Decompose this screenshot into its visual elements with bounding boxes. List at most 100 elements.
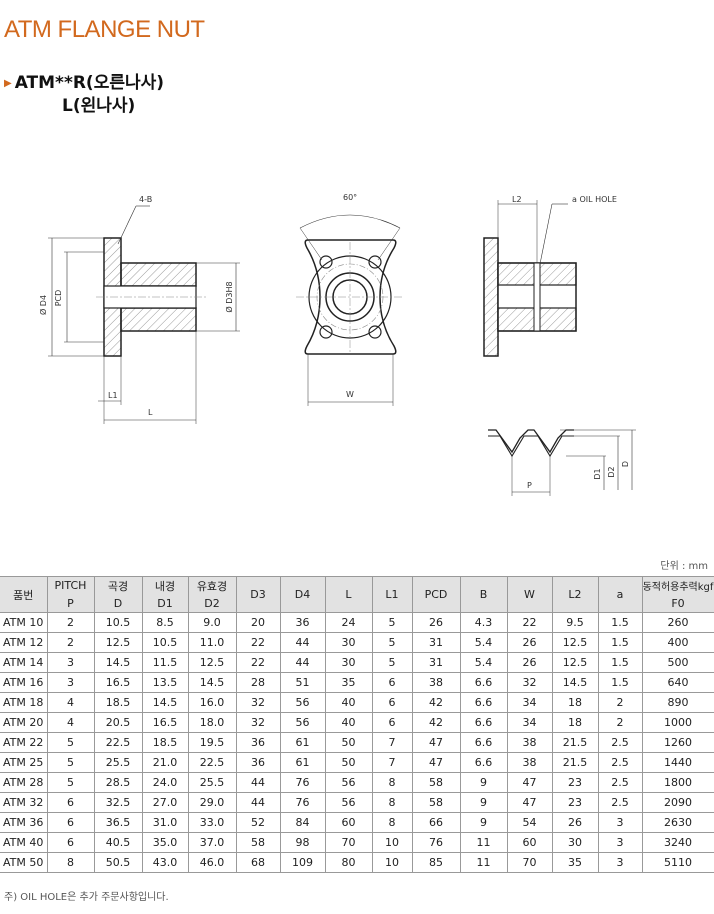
table-cell: 26 — [506, 652, 553, 673]
cell-part-no: ATM 18 — [0, 692, 48, 713]
bullet-triangle-icon: ▶ — [4, 78, 12, 89]
table-cell: 7 — [371, 732, 413, 753]
table-cell: 33.0 — [187, 812, 237, 833]
table-cell: 42 — [411, 712, 461, 733]
table-cell: 44 — [235, 792, 281, 813]
table-cell: 4.3 — [459, 612, 508, 633]
table-cell: 6 — [46, 792, 95, 813]
table-cell: 3240 — [641, 832, 714, 853]
header-pitch-dia: 유효경 — [187, 576, 237, 595]
table-cell: 50 — [324, 732, 373, 753]
cell-part-no: ATM 12 — [0, 632, 48, 653]
table-cell: 2 — [597, 692, 643, 713]
table-cell: 3 — [46, 652, 95, 673]
table-cell: 6.6 — [459, 712, 508, 733]
table-cell: 44 — [235, 772, 281, 793]
table-cell: 76 — [279, 792, 326, 813]
table-cell: 2.5 — [597, 732, 643, 753]
table-cell: 10.5 — [141, 632, 189, 653]
label-oil-hole: a OIL HOLE — [572, 195, 617, 204]
table-cell: 3 — [597, 812, 643, 833]
header-l: L — [324, 576, 373, 613]
table-cell: 6 — [46, 812, 95, 833]
table-cell: 47 — [506, 772, 553, 793]
page-title: ATM FLANGE NUT — [4, 16, 205, 43]
table-cell: 70 — [506, 852, 553, 873]
table-cell: 56 — [324, 772, 373, 793]
technical-drawing: 4-B Ø D4 PCD Ø D3H8 L1 L 60° W — [38, 193, 636, 496]
cell-part-no: ATM 16 — [0, 672, 48, 693]
label-d3: Ø D3H8 — [224, 281, 234, 312]
table-cell: 12.5 — [551, 632, 599, 653]
cell-part-no: ATM 20 — [0, 712, 48, 733]
table-cell: 80 — [324, 852, 373, 873]
cell-part-no: ATM 32 — [0, 792, 48, 813]
table-cell: 6.6 — [459, 752, 508, 773]
table-cell: 28 — [235, 672, 281, 693]
table-cell: 36.5 — [93, 812, 143, 833]
table-cell: 11.5 — [141, 652, 189, 673]
header-w: W — [506, 576, 553, 613]
table-cell: 1260 — [641, 732, 714, 753]
table-cell: 8 — [371, 792, 413, 813]
table-cell: 50.5 — [93, 852, 143, 873]
footnote: 주) OIL HOLE은 추가 주문사항입니다. — [4, 892, 169, 903]
table-cell: 32.5 — [93, 792, 143, 813]
label-w: W — [346, 390, 354, 399]
table-cell: 6.6 — [459, 692, 508, 713]
table-cell: 18 — [551, 692, 599, 713]
table-cell: 2.5 — [597, 792, 643, 813]
table-cell: 21.5 — [551, 732, 599, 753]
table-cell: 66 — [411, 812, 461, 833]
table-cell: 8 — [371, 772, 413, 793]
table-cell: 50 — [324, 752, 373, 773]
table-cell: 37.0 — [187, 832, 237, 853]
table-cell: 9 — [459, 772, 508, 793]
table-cell: 30 — [324, 652, 373, 673]
table-cell: 60 — [506, 832, 553, 853]
table-cell: 60 — [324, 812, 373, 833]
table-cell: 32 — [506, 672, 553, 693]
table-cell: 6 — [371, 692, 413, 713]
table-cell: 24 — [324, 612, 373, 633]
table-cell: 25.5 — [187, 772, 237, 793]
table-cell: 31 — [411, 652, 461, 673]
table-cell: 8.5 — [141, 612, 189, 633]
table-cell: 44 — [279, 652, 326, 673]
table-cell: 68 — [235, 852, 281, 873]
table-cell: 36 — [235, 752, 281, 773]
table-cell: 31 — [411, 632, 461, 653]
table-cell: 27.0 — [141, 792, 189, 813]
table-cell: 8 — [371, 812, 413, 833]
table-cell: 5 — [46, 732, 95, 753]
header-a: a — [597, 576, 643, 613]
unit-label: 단위 : mm — [660, 561, 708, 572]
cell-part-no: ATM 28 — [0, 772, 48, 793]
label-l1: L1 — [108, 391, 118, 400]
table-cell: 18.5 — [141, 732, 189, 753]
cell-part-no: ATM 40 — [0, 832, 48, 853]
header-major-dia: 곡경 — [93, 576, 143, 595]
header-thrust-symbol: F0 — [641, 594, 714, 613]
table-cell: 2 — [46, 632, 95, 653]
table-cell: 5 — [46, 752, 95, 773]
label-l2: L2 — [512, 195, 522, 204]
table-cell: 1.5 — [597, 612, 643, 633]
table-cell: 7 — [371, 752, 413, 773]
table-cell: 40.5 — [93, 832, 143, 853]
table-cell: 43.0 — [141, 852, 189, 873]
thread-profile — [488, 429, 636, 496]
table-cell: 58 — [235, 832, 281, 853]
table-cell: 34 — [506, 712, 553, 733]
table-cell: 35 — [324, 672, 373, 693]
table-cell: 36 — [235, 732, 281, 753]
cell-part-no: ATM 36 — [0, 812, 48, 833]
spec-table: 품번 PITCH 곡경 내경 유효경 D3 D4 L L1 PCD B W L2… — [0, 576, 714, 873]
header-d4: D4 — [279, 576, 326, 613]
table-cell: 58 — [411, 792, 461, 813]
